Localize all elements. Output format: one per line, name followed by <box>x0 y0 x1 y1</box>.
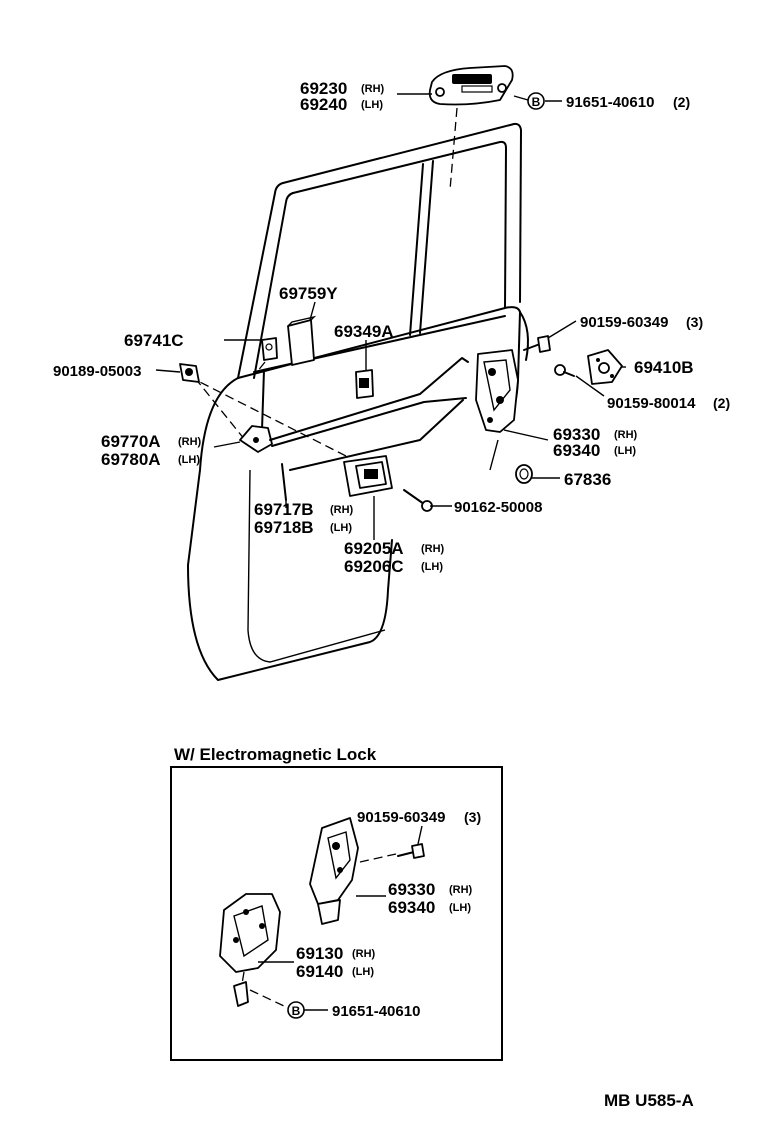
inset-title: W/ Electromagnetic Lock <box>174 745 377 764</box>
label-90159-80014-qty: (2) <box>713 395 730 411</box>
inset-label-69130-side: (RH) <box>352 948 376 960</box>
door-lock-assembly <box>475 349 519 433</box>
inset-label-91651-40610: 91651-40610 <box>332 1003 420 1020</box>
label-69718b: 69718B <box>254 518 314 537</box>
label-69717b-side: (RH) <box>330 504 354 516</box>
label-69410b: 69410B <box>634 358 694 377</box>
label-69205a-side: (RH) <box>421 543 445 555</box>
label-67836: 67836 <box>564 470 611 489</box>
inset-label-69330-side: (RH) <box>449 884 473 896</box>
label-69741c: 69741C <box>124 331 184 350</box>
label-69330-side: (RH) <box>614 429 638 441</box>
inset-lock-actuator <box>219 893 285 1007</box>
label-69349a: 69349A <box>334 322 394 341</box>
diagram-code: MB U585-A <box>604 1091 694 1110</box>
screw-90159-80014 <box>554 364 575 377</box>
inset-label-69130: 69130 <box>296 944 343 963</box>
inset-label-69340-side: (LH) <box>449 902 471 914</box>
label-69240-side: (LH) <box>361 99 383 111</box>
label-69340: 69340 <box>553 441 600 460</box>
clip-69349a <box>355 369 374 399</box>
inset-label-90159-60349: 90159-60349 <box>357 809 445 826</box>
screw-90162-50008 <box>403 489 433 512</box>
outside-door-handle <box>428 65 514 106</box>
bushing-67836 <box>515 464 533 484</box>
inset-label-69340: 69340 <box>388 898 435 917</box>
label-69206c-side: (LH) <box>421 561 443 573</box>
label-69230: 69230 <box>300 79 347 98</box>
inset-leader-lines <box>258 825 423 1011</box>
lock-control-link <box>239 357 469 501</box>
label-69718b-side: (LH) <box>330 522 352 534</box>
inside-door-handle <box>343 455 393 497</box>
inset-label-69330: 69330 <box>388 880 435 899</box>
clip-69741c <box>261 337 278 361</box>
inset-badge-b: B <box>287 1001 305 1019</box>
label-90159-60349-qty: (3) <box>686 314 703 330</box>
badge-b-top: B <box>527 92 545 110</box>
screw-90159-60349 <box>523 335 551 353</box>
label-69770a-side: (RH) <box>178 436 202 448</box>
label-91651-40610-qty: (2) <box>673 94 690 110</box>
rod-protector <box>287 315 317 366</box>
dashed-guides <box>187 107 458 459</box>
label-69206c: 69206C <box>344 557 404 576</box>
door-frame <box>187 122 529 681</box>
inset-label-69140-side: (LH) <box>352 966 374 978</box>
door-lock-striker <box>587 349 623 385</box>
label-69759y: 69759Y <box>279 284 338 303</box>
label-69330: 69330 <box>553 425 600 444</box>
label-90162-50008: 90162-50008 <box>454 499 542 516</box>
badge-b-top-text: B <box>532 95 541 109</box>
label-91651-40610: 91651-40610 <box>566 94 654 111</box>
label-90159-60349: 90159-60349 <box>580 314 668 331</box>
inset-label-90159-60349-qty: (3) <box>464 809 481 825</box>
label-90189-05003: 90189-05003 <box>53 363 141 380</box>
label-69340-side: (LH) <box>614 445 636 457</box>
inset-badge-b-text: B <box>292 1004 301 1018</box>
screw-90189-05003 <box>179 363 200 383</box>
label-69780a-side: (LH) <box>178 454 200 466</box>
label-69230-side: (RH) <box>361 83 385 95</box>
leader-lines <box>155 93 626 540</box>
label-69717b: 69717B <box>254 500 314 519</box>
label-69240: 69240 <box>300 95 347 114</box>
label-69770a: 69770A <box>101 432 161 451</box>
label-69205a: 69205A <box>344 539 404 558</box>
inset-door-lock <box>309 817 397 925</box>
inset-screw <box>397 843 425 859</box>
label-69780a: 69780A <box>101 450 161 469</box>
inset-label-69140: 69140 <box>296 962 343 981</box>
label-90159-80014: 90159-80014 <box>607 395 696 412</box>
inset-box <box>170 766 503 1061</box>
